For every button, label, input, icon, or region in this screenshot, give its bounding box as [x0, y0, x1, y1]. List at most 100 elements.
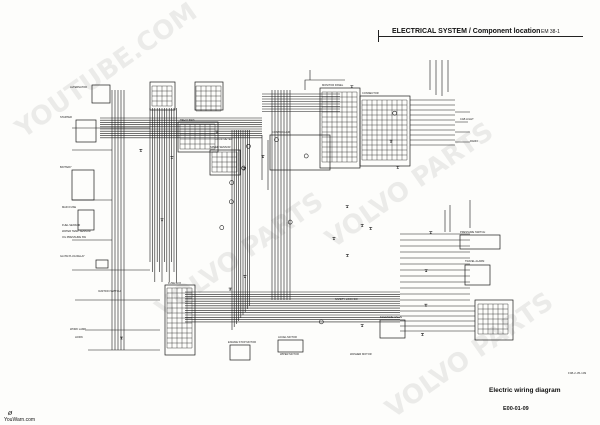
ground-symbol — [345, 205, 349, 208]
main-fuse-box — [77, 209, 95, 231]
right-terminal-grid-lines — [477, 303, 509, 335]
ground-symbol — [360, 324, 364, 327]
pressure-switch-box — [459, 234, 501, 250]
label-solenoid-valve: SOLENOID VALVE — [380, 315, 402, 319]
engine-stop-box — [229, 344, 251, 361]
footer-source: ø YouWarn.com — [4, 409, 35, 423]
relay-grid — [179, 123, 216, 150]
relay-block — [177, 121, 219, 153]
monitor-gauge-box — [149, 81, 176, 111]
component-boxes — [71, 81, 514, 361]
label-accel-motor: ACCEL MOTOR — [278, 335, 297, 339]
accel-box — [277, 339, 304, 353]
ground-symbol — [228, 287, 232, 291]
page-number: E00-01-09 — [503, 406, 529, 412]
controller-box — [209, 149, 241, 176]
terminal-circle — [241, 165, 246, 171]
right-terminal-grid — [477, 303, 509, 335]
fuse-box-lower — [164, 284, 196, 356]
gauge-grid — [151, 85, 173, 107]
page-title: ELECTRICAL SYSTEM / Component location — [392, 28, 541, 35]
label-glow-plug-relay: GLOW PLUG RELAY — [60, 254, 85, 258]
center-drop — [261, 135, 269, 190]
terminal-circle — [219, 225, 225, 230]
label-hour-meter: HOUR METER — [215, 137, 233, 141]
monitor-grid — [321, 91, 358, 163]
label-travel-alarm: TRAVEL ALARM — [465, 259, 484, 263]
glow-plug-relay-box — [95, 259, 109, 269]
label-main-fuse: MAIN FUSE — [62, 205, 76, 209]
ground-symbol — [139, 149, 143, 152]
fuse-grid-lines — [195, 85, 222, 112]
ground-symbol — [424, 303, 428, 307]
label-speed-sensor: SPEED SENSOR — [210, 145, 231, 149]
ground-symbol — [424, 269, 428, 272]
label-cab-light: CAB LIGHT — [460, 117, 474, 121]
wire-bundle — [72, 60, 475, 351]
label-battery: BATTERY — [60, 165, 72, 169]
top-right-feed — [429, 60, 449, 96]
left-lower-branch — [75, 299, 160, 351]
label-washer-motor: WASHER MOTOR — [350, 352, 372, 356]
right-stub-wires — [455, 111, 470, 143]
ground-symbol — [160, 218, 164, 222]
label-wiper-motor: WIPER MOTOR — [280, 352, 299, 356]
label-alternator: ALTERNATOR — [70, 85, 87, 89]
terminal-circle — [392, 110, 397, 116]
gauge-grid-lines — [151, 85, 173, 107]
ground-symbol — [420, 333, 424, 336]
fuse-lower-grid — [166, 287, 193, 349]
label-relay-box: RELAY BOX — [180, 118, 195, 122]
battery-box — [71, 169, 95, 201]
label-connector: CONNECTOR — [362, 91, 379, 95]
label-fuel-sensor: FUEL SENSOR — [62, 223, 80, 227]
terminal-circle — [319, 319, 324, 325]
ground-symbol — [345, 254, 349, 257]
label-oil-pressure: OIL PRESSURE SW — [62, 235, 87, 239]
terminal-circle — [246, 144, 251, 149]
terminal-circle — [274, 137, 279, 143]
monitor-panel-box — [319, 87, 361, 169]
fuse-lower-grid-lines — [166, 287, 193, 349]
travel-alarm-box — [464, 264, 491, 286]
ground-symbol — [261, 155, 265, 158]
label-water-temp: WATER TEMP SENSOR — [62, 229, 91, 233]
top-run — [304, 70, 345, 90]
relay-grid-lines — [179, 123, 216, 150]
right-mid-feed — [444, 200, 471, 232]
label-radio: RADIO — [470, 139, 478, 143]
label-work-lamp: WORK LAMP — [70, 327, 86, 331]
terminal-grids — [151, 85, 509, 349]
label-horn: HORN — [75, 335, 83, 339]
label-controller: CONTROLLER — [272, 130, 290, 134]
ground-symbol — [429, 231, 433, 234]
controller-grid — [211, 151, 238, 173]
header-rule — [378, 36, 583, 37]
ground-symbol — [243, 274, 247, 278]
terminal-circle — [287, 219, 293, 225]
ground-symbol — [396, 166, 400, 169]
ground-symbol — [332, 237, 336, 240]
connector-grid-lines — [361, 99, 408, 161]
connector-grid — [361, 99, 408, 161]
solenoid-box — [379, 319, 406, 339]
controller-main-box — [269, 134, 331, 171]
fuse-panel-box — [194, 81, 224, 111]
label-safety-lock: SAFETY LOCK SW — [335, 297, 358, 301]
signature-mark: ø — [8, 409, 13, 417]
ground-symbol — [360, 224, 364, 227]
label-pressure-switch: PRESSURE SWITCH — [460, 230, 485, 234]
alternator-box — [91, 84, 111, 104]
section-code: EM 38-1 — [541, 29, 560, 35]
ground-symbol — [369, 227, 373, 230]
label-starter: STARTER — [60, 115, 72, 119]
starter-box — [75, 119, 97, 143]
terminal-circle — [303, 153, 309, 159]
fuse-grid — [195, 85, 222, 112]
drawing-code: F08-2-35-109 — [568, 371, 587, 375]
monitor-grid-lines — [321, 91, 358, 163]
left-branch-wires — [72, 127, 150, 271]
terminal-circle — [229, 199, 234, 205]
